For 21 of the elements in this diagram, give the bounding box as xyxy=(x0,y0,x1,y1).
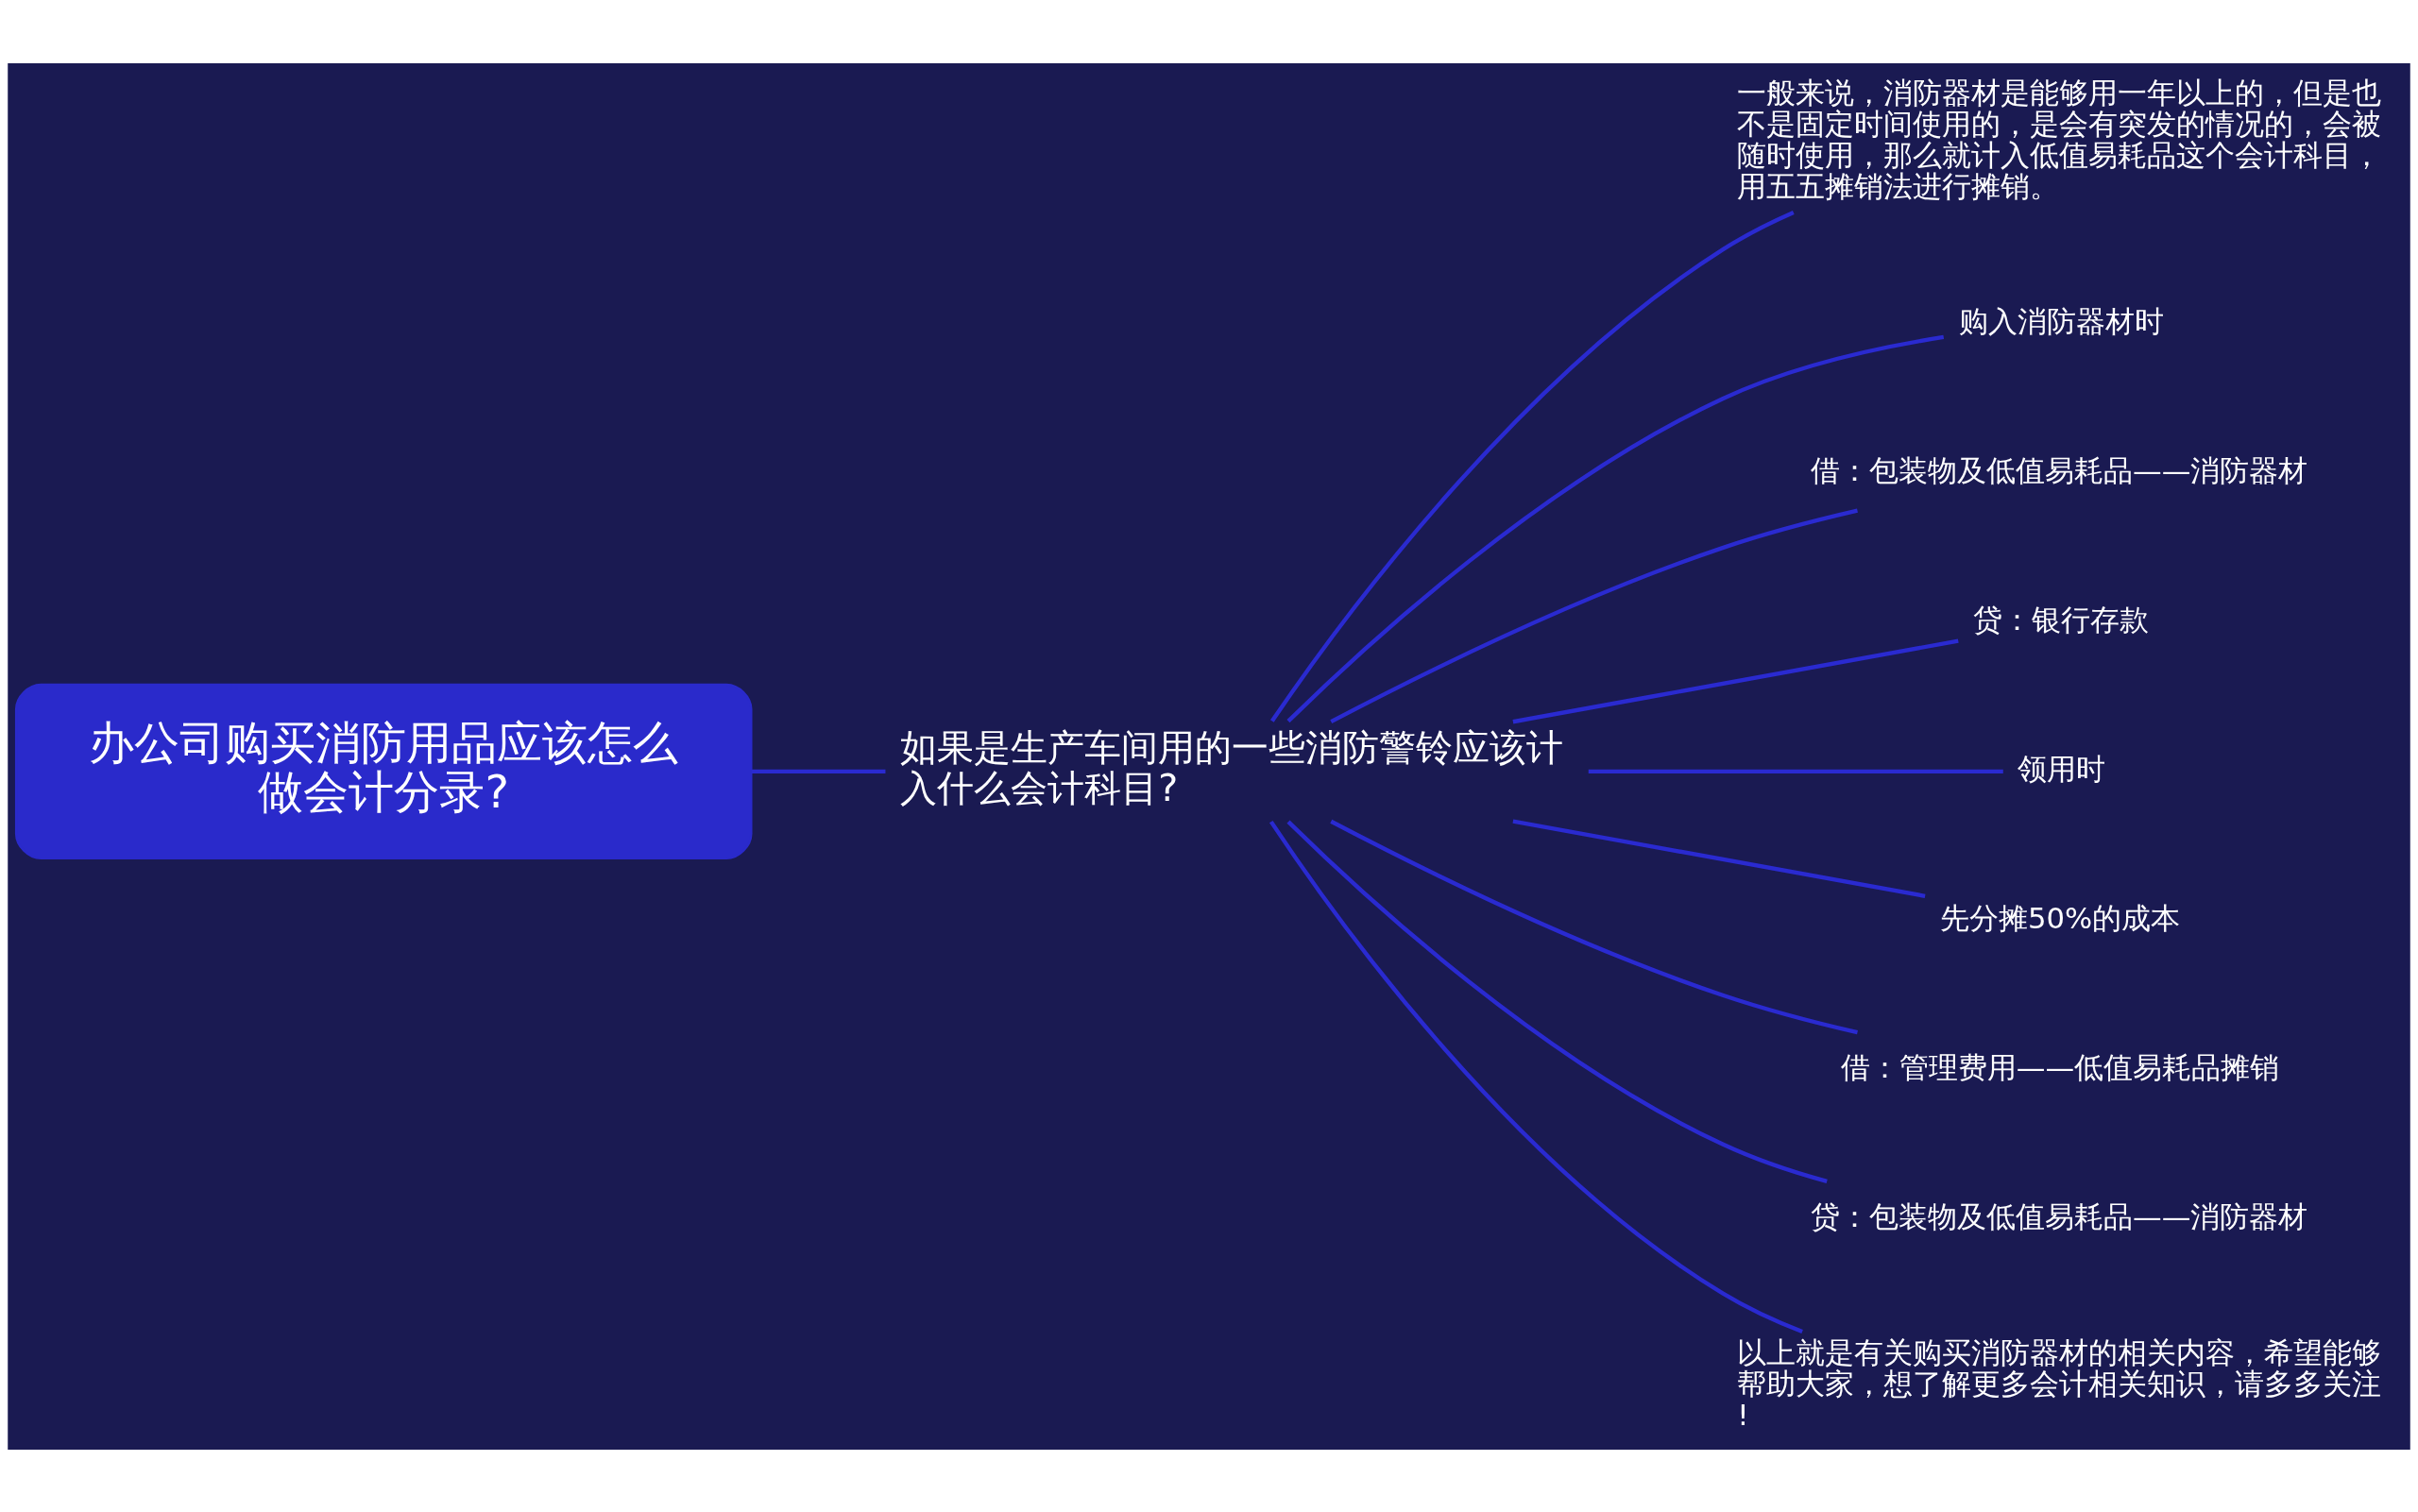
node-text: 如果是生产车间用的一些消防警铃应该计入什么会计科目? xyxy=(900,724,1564,809)
node-text: 贷：包装物及低值易耗品——消防器材 xyxy=(1810,1199,2308,1233)
connector xyxy=(1269,210,1795,722)
connector xyxy=(1330,819,1858,1034)
node-text: 贷：银行存款 xyxy=(1973,603,2150,637)
node-box: 办公司购买消防用品应该怎么做会计分录? xyxy=(14,683,753,859)
node-text: 购入消防器材时 xyxy=(1958,304,2164,338)
connector xyxy=(1512,818,1926,898)
connector xyxy=(1588,769,2003,773)
connector xyxy=(751,769,886,773)
node-text: 以上就是有关购买消防器材的相关内容，希望能够帮助大家，想了解更多会计相关知识，请多多关注! xyxy=(1737,1335,2382,1432)
connector xyxy=(1286,334,1945,722)
node-text: 借：管理费用——低值易耗品摊销 xyxy=(1840,1050,2280,1084)
node-text: 借：包装物及低值易耗品——消防器材 xyxy=(1810,453,2308,487)
node-text: 一般来说，消防器材是能够用一年以上的，但是也不是固定时间使用的，是会有突发的情况的，会被随时使用，那么就计入低值易耗品这个会计科目，用五五摊销法进行摊销。 xyxy=(1737,76,2382,203)
connector xyxy=(1286,820,1828,1183)
connector xyxy=(1330,508,1858,723)
node-text: 领用时 xyxy=(2018,752,2106,786)
connector xyxy=(1269,820,1803,1334)
node-text: 先分摊50%的成本 xyxy=(1940,901,2181,935)
connector xyxy=(1512,637,1959,723)
